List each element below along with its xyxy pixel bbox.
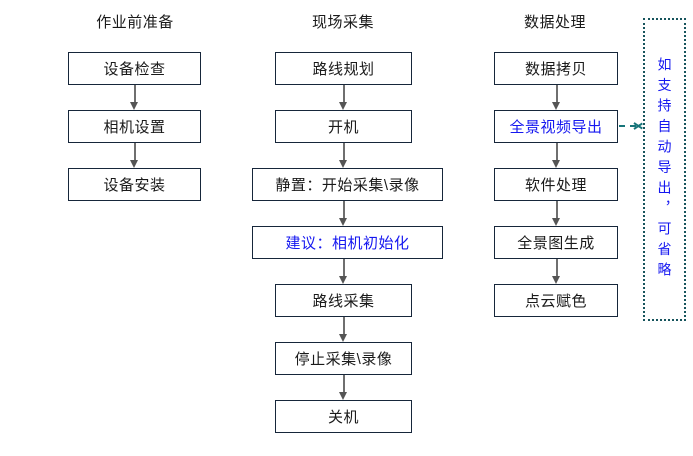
node-processing-4[interactable]: 全景图生成 [494, 226, 618, 259]
column-header-prep: 作业前准备 [96, 14, 174, 31]
node-capture-6[interactable]: 停止采集\录像 [275, 342, 412, 375]
arrow-processing-1-2 [552, 85, 561, 110]
arrow-capture-3-4 [339, 201, 348, 226]
arrow-capture-5-6 [339, 317, 348, 342]
node-prep-2[interactable]: 相机设置 [68, 110, 201, 143]
node-capture-2[interactable]: 开机 [275, 110, 412, 143]
node-capture-1[interactable]: 路线规划 [275, 52, 412, 85]
node-capture-3[interactable]: 静置：开始采集\录像 [252, 168, 443, 201]
node-processing-2-panorama-export[interactable]: 全景视频导出 [494, 110, 618, 143]
annotation-note-text: 如支持自动导出，可省略 [656, 56, 673, 283]
node-capture-4-recommended[interactable]: 建议：相机初始化 [252, 226, 443, 259]
column-header-capture: 现场采集 [311, 14, 374, 31]
node-prep-3[interactable]: 设备安装 [68, 168, 201, 201]
arrow-capture-1-2 [339, 85, 348, 110]
arrow-processing-3-4 [552, 201, 561, 226]
annotation-note-box: 如支持自动导出，可省略 [643, 18, 686, 321]
dashed-arrow-to-note [619, 121, 647, 131]
arrow-prep-2-3 [130, 143, 139, 168]
node-processing-5[interactable]: 点云赋色 [494, 284, 618, 317]
arrow-processing-2-3 [552, 143, 561, 168]
arrow-processing-4-5 [552, 259, 561, 284]
arrow-capture-6-7 [339, 375, 348, 400]
node-processing-3[interactable]: 软件处理 [494, 168, 618, 201]
node-processing-1[interactable]: 数据拷贝 [494, 52, 618, 85]
arrow-capture-4-5 [339, 259, 348, 284]
arrow-prep-1-2 [130, 85, 139, 110]
arrow-capture-2-3 [339, 143, 348, 168]
node-capture-5[interactable]: 路线采集 [275, 284, 412, 317]
node-prep-1[interactable]: 设备检查 [68, 52, 201, 85]
column-header-processing: 数据处理 [523, 14, 586, 31]
node-capture-7[interactable]: 关机 [275, 400, 412, 433]
